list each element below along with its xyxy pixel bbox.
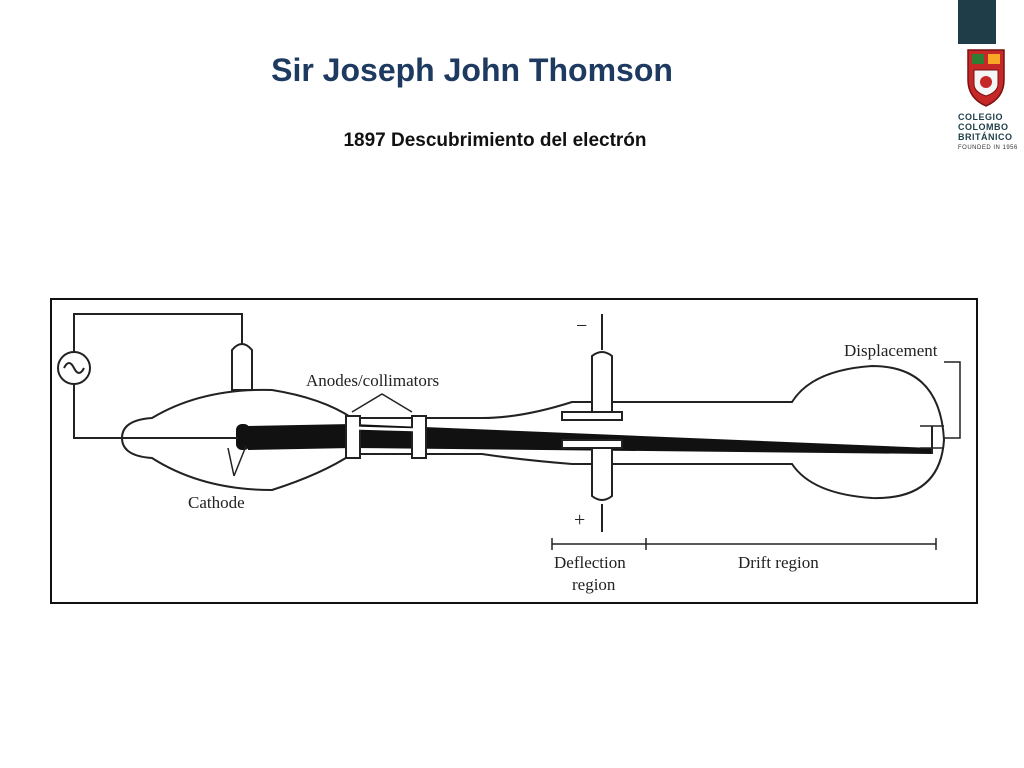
anodes-label: Anodes/collimators	[306, 371, 439, 390]
page-subtitle: 1897 Descubrimiento del electrón	[343, 130, 647, 151]
region-scale	[551, 538, 937, 550]
ac-source-icon	[57, 351, 91, 385]
plus-sign: +	[574, 509, 585, 531]
displacement-label: Displacement	[844, 341, 938, 360]
cathode-pointer	[227, 445, 247, 477]
logo-text-line-3: BRITÁNICO	[958, 132, 1013, 142]
thomson-tube-diagram: Anodes/collimators − + Displacement Cath…	[50, 298, 978, 604]
anode-collimator-1	[345, 415, 361, 459]
deflection-region-label-line2: region	[572, 575, 616, 594]
page-title: Sir Joseph John Thomson	[271, 52, 673, 88]
logo-text-line-1: COLEGIO	[958, 112, 1004, 122]
cathode-label: Cathode	[188, 493, 245, 512]
upper-deflection-plate	[561, 411, 623, 421]
minus-sign: −	[576, 315, 587, 337]
diagram-canvas: Anodes/collimators − + Displacement Cath…	[57, 313, 961, 594]
logo-text-line-4: FOUNDED IN 1956	[958, 145, 1018, 151]
lower-plate-stem	[591, 447, 613, 501]
logo-text-line-2: COLOMBO	[958, 122, 1009, 132]
anode-collimator-2	[411, 415, 427, 459]
circuit-wire	[73, 313, 243, 439]
top-electrode	[231, 343, 253, 391]
school-logo: COLEGIO COLOMBO BRITÁNICO FOUNDED IN 195…	[958, 0, 1024, 160]
upper-plate-stem	[591, 351, 613, 413]
crest-shield-icon	[967, 49, 1005, 107]
tube-outline	[120, 364, 946, 500]
drift-region-label: Drift region	[738, 553, 819, 572]
deflection-region-label-line1: Deflection	[554, 553, 626, 572]
displacement-pointer	[944, 361, 961, 439]
anodes-pointer	[351, 393, 413, 413]
cathode-element	[236, 424, 250, 450]
lower-deflection-plate	[561, 439, 623, 449]
logo-banner	[958, 0, 996, 44]
